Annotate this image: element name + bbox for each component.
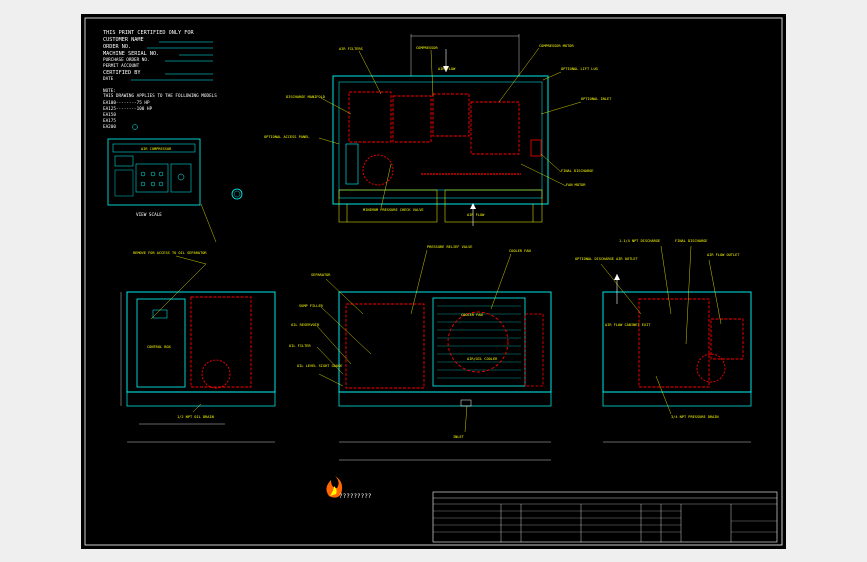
svg-text:OPTIONAL LIFT LUG: OPTIONAL LIFT LUG — [561, 67, 598, 71]
drawing-border — [84, 17, 783, 546]
svg-text:EA200: EA200 — [103, 124, 116, 130]
drawing-canvas[interactable]: THIS PRINT CERTIFIED ONLY FOR CUSTOMER N… — [81, 14, 786, 549]
svg-text:AIR FLOW OUTLET: AIR FLOW OUTLET — [707, 253, 740, 257]
svg-text:OIL RESERVOIR: OIL RESERVOIR — [291, 323, 320, 327]
svg-text:MINIMUM PRESSURE CHECK VALVE: MINIMUM PRESSURE CHECK VALVE — [363, 208, 424, 212]
svg-text:THIS DRAWING APPLIES TO THE FO: THIS DRAWING APPLIES TO THE FOLLOWING MO… — [103, 93, 217, 99]
svg-text:EA125--------100 HP: EA125--------100 HP — [103, 106, 153, 112]
svg-text:EA150: EA150 — [103, 112, 116, 118]
svg-text:FINAL DISCHARGE: FINAL DISCHARGE — [675, 239, 707, 243]
svg-text:AIR FLOW: AIR FLOW — [438, 67, 456, 71]
logo-text: ????????? — [339, 493, 372, 500]
certification-notes: THIS PRINT CERTIFIED ONLY FOR CUSTOMER N… — [103, 30, 213, 82]
svg-text:FAN MOTOR: FAN MOTOR — [566, 183, 586, 187]
svg-text:OPTIONAL INLET: OPTIONAL INLET — [581, 97, 612, 101]
svg-text:OPTIONAL DISCHARGE AIR OUTLET: OPTIONAL DISCHARGE AIR OUTLET — [575, 257, 639, 261]
svg-text:AIR FLOW: AIR FLOW — [467, 213, 485, 217]
right-end-view: OPTIONAL DISCHARGE AIR OUTLET AIR FLOW C… — [575, 239, 752, 443]
svg-text:EA175: EA175 — [103, 118, 116, 124]
svg-text:COOLER FAN: COOLER FAN — [461, 313, 483, 317]
svg-text:COMPRESSOR: COMPRESSOR — [416, 46, 438, 50]
note-line: PERMIT ACCOUNT — [103, 63, 140, 69]
svg-text:3/4 NPT PRESSURE DRAIN: 3/4 NPT PRESSURE DRAIN — [671, 415, 719, 419]
svg-text:COOLER FAN: COOLER FAN — [509, 249, 531, 253]
left-end-view: CONTROL BOX REMOVE FOR ACCESS TO OIL SEP… — [120, 251, 276, 443]
title-block — [432, 491, 778, 543]
note-line: THIS PRINT CERTIFIED ONLY FOR — [103, 30, 194, 36]
panel-title: AIR COMPRESSOR — [141, 147, 172, 151]
company-logo: ????????? — [326, 476, 372, 500]
svg-text:CONTROL BOX: CONTROL BOX — [147, 345, 172, 349]
svg-text:OIL FILTER: OIL FILTER — [289, 344, 311, 348]
svg-text:EA100--------75 HP: EA100--------75 HP — [103, 100, 150, 106]
svg-text:AIR FILTERS: AIR FILTERS — [339, 47, 363, 51]
panel-caption: VIEW SCALE — [136, 212, 162, 218]
svg-text:PRESSURE RELIEF VALVE: PRESSURE RELIEF VALVE — [427, 245, 472, 249]
svg-text:OPTIONAL ACCESS PANEL: OPTIONAL ACCESS PANEL — [264, 135, 309, 139]
svg-text:1-1/4 NPT DISCHARGE: 1-1/4 NPT DISCHARGE — [619, 239, 660, 243]
svg-text:1/2 NPT OIL DRAIN: 1/2 NPT OIL DRAIN — [177, 415, 214, 419]
svg-text:AIR FLOW CABINET EXIT: AIR FLOW CABINET EXIT — [605, 323, 651, 327]
note-line: PURCHASE ORDER NO. — [103, 57, 150, 63]
svg-text:FINAL DISCHARGE: FINAL DISCHARGE — [561, 169, 593, 173]
svg-text:SEPARATOR: SEPARATOR — [311, 273, 331, 277]
svg-text:OIL LEVEL SIGHT GAUGE: OIL LEVEL SIGHT GAUGE — [297, 364, 342, 368]
control-panel-detail: AIR COMPRESSOR VIEW SCALE — [107, 138, 243, 243]
svg-text:INLET: INLET — [453, 435, 465, 439]
note-line: MACHINE SERIAL NO. — [103, 51, 159, 57]
svg-text:COMPRESSOR MOTOR: COMPRESSOR MOTOR — [539, 44, 574, 48]
svg-text:DISCHARGE MANIFOLD: DISCHARGE MANIFOLD — [286, 95, 325, 99]
note-line: ORDER NO. — [103, 44, 131, 50]
note-line: DATE — [103, 76, 114, 82]
svg-text:SUMP FILLER: SUMP FILLER — [299, 304, 324, 308]
side-view: COOLER FAN AIR/OIL COOLER SEPARATOR SUMP… — [289, 245, 552, 461]
note-line: CERTIFIED BY — [103, 70, 141, 76]
cad-drawing: THIS PRINT CERTIFIED ONLY FOR CUSTOMER N… — [84, 17, 783, 546]
models-notes: NOTE: THIS DRAWING APPLIES TO THE FOLLOW… — [103, 88, 217, 130]
svg-text:REMOVE FOR ACCESS TO OIL SEPAR: REMOVE FOR ACCESS TO OIL SEPARATOR — [133, 251, 207, 255]
svg-text:AIR/OIL COOLER: AIR/OIL COOLER — [467, 357, 498, 361]
top-view: AIR FILTERS COMPRESSOR COMPRESSOR MOTOR … — [264, 34, 612, 226]
svg-text:NOTE:: NOTE: — [103, 88, 116, 94]
note-line: CUSTOMER NAME — [103, 37, 144, 43]
